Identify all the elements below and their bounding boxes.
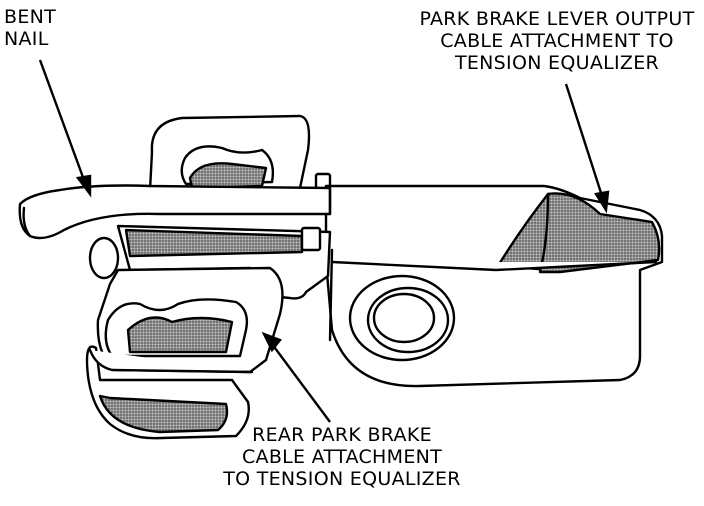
output-cable-arrow [564, 83, 610, 214]
bent-nail-label-line-2: NAIL [4, 28, 49, 50]
rear-cable-label: REAR PARK BRAKE CABLE ATTACHMENT TO TENS… [222, 424, 462, 490]
output-cable-label-line-1: PARK BRAKE LEVER OUTPUT [419, 8, 695, 30]
output-cable-label: PARK BRAKE LEVER OUTPUT CABLE ATTACHMENT… [418, 8, 696, 74]
output-cable-label-line-2: CABLE ATTACHMENT TO [440, 30, 674, 52]
rear-lower-cable-clip [85, 266, 284, 440]
bent-nail [18, 184, 332, 240]
rear-cable-label-line-2: CABLE ATTACHMENT [241, 446, 443, 468]
leader-arrows [38, 59, 610, 423]
output-cable-attachment [324, 184, 664, 388]
rear-upper-cable-clip [148, 114, 332, 200]
bent-nail-label: BENT NAIL [4, 6, 56, 50]
rear-cable-arrow [261, 331, 331, 423]
rear-cable-label-line-1: REAR PARK BRAKE [252, 424, 432, 446]
bent-nail-label-line-1: BENT [4, 6, 57, 28]
rear-cable-label-line-3: TO TENSION EQUALIZER [223, 468, 461, 490]
output-cable-label-line-3: TENSION EQUALIZER [454, 52, 660, 74]
bent-nail-arrow [38, 59, 92, 198]
